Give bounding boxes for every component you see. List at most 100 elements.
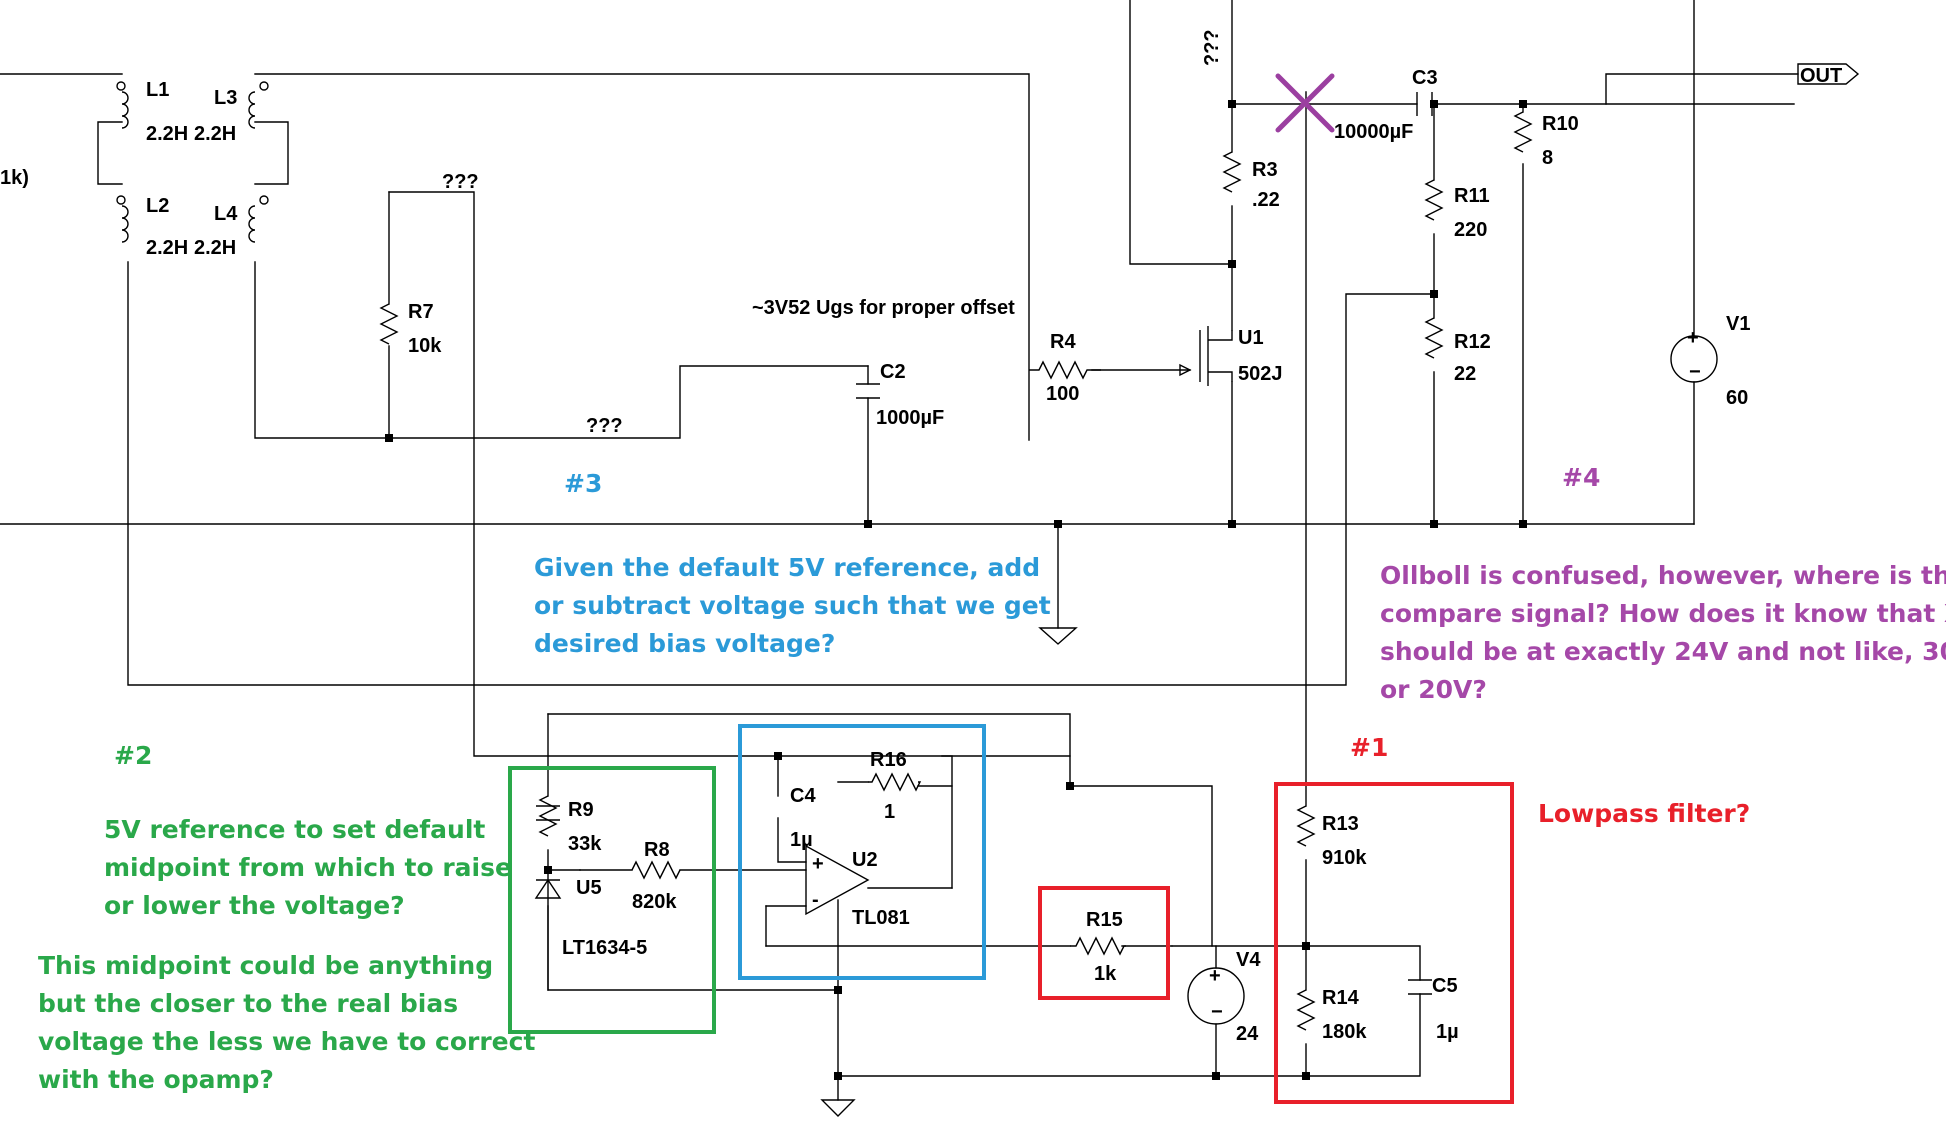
out-port: OUT [1797, 63, 1860, 87]
resistor-r11: R11 220 [1424, 179, 1490, 241]
svg-text:C2: C2 [880, 361, 906, 383]
svg-text:#1: #1 [1350, 733, 1388, 762]
svg-text:−: − [1211, 1001, 1223, 1023]
svg-text:R10: R10 [1542, 113, 1579, 135]
transistor-u1: U1 502J [1179, 326, 1283, 386]
svg-text:L4: L4 [214, 203, 238, 225]
svg-text:10k: 10k [408, 335, 442, 357]
svg-text:1k: 1k [1094, 963, 1117, 985]
svg-text:U5: U5 [576, 877, 602, 899]
resistor-r3: R3 .22 [1222, 151, 1280, 211]
svg-text:502J: 502J [1238, 363, 1283, 385]
capacitor-c2: C2 1000µF [856, 361, 944, 429]
annotation-4: #4 Ollboll is confused, however, where i… [1380, 463, 1946, 704]
svg-text:with the opamp?: with the opamp? [38, 1065, 274, 1094]
svg-text:2.2H: 2.2H [146, 237, 188, 259]
svg-text:24: 24 [1236, 1023, 1259, 1045]
svg-text:L2: L2 [146, 195, 169, 217]
reference-u5: U5 LT1634-5 [534, 877, 647, 959]
svg-text:V1: V1 [1726, 313, 1750, 335]
svg-text:C4: C4 [790, 785, 816, 807]
annotation-2: #2 5V reference to set default midpoint … [38, 741, 535, 1094]
capacitor-c4: C4 1µ [536, 785, 816, 851]
svg-text:or subtract voltage such that: or subtract voltage such that we get [534, 591, 1051, 620]
svg-text:voltage the less we have to co: voltage the less we have to correct [38, 1027, 535, 1056]
wires [0, 0, 1799, 1101]
svg-text:or 20V?: or 20V? [1380, 675, 1487, 704]
svg-text:+: + [1209, 965, 1221, 987]
capacitor-c5: C5 1µ [1408, 975, 1459, 1043]
svg-text:but the closer to the real bia: but the closer to the real bias [38, 989, 458, 1018]
svg-text:820k: 820k [632, 891, 677, 913]
svg-text:R13: R13 [1322, 813, 1359, 835]
resistor-r9: R9 33k [538, 795, 602, 855]
voltage-source-v1: + − V1 60 [1670, 313, 1750, 409]
svg-text:R9: R9 [568, 799, 594, 821]
inductor-l2: L2 2.2H [116, 195, 188, 259]
svg-text:2.2H: 2.2H [194, 123, 236, 145]
svg-text:180k: 180k [1322, 1021, 1367, 1043]
svg-text:U1: U1 [1238, 327, 1264, 349]
resistor-r10: R10 8 [1513, 111, 1579, 169]
annotation-box-3 [738, 724, 986, 980]
svg-text:This midpoint could be anythin: This midpoint could be anything [38, 951, 493, 980]
svg-text:1: 1 [884, 801, 895, 823]
svg-text:60: 60 [1726, 387, 1748, 409]
svg-text:or lower the voltage?: or lower the voltage? [104, 891, 405, 920]
svg-text:1000µF: 1000µF [876, 407, 944, 429]
opamp-u2: + - U2 TL081 [805, 844, 910, 929]
svg-text:L1: L1 [146, 79, 169, 101]
svg-text:Ollboll is confused, however,: Ollboll is confused, however, where is t… [1380, 561, 1946, 590]
svg-text:R15: R15 [1086, 909, 1123, 931]
svg-text:1µ: 1µ [1436, 1021, 1459, 1043]
svg-text:−: − [1689, 361, 1701, 383]
annotation-box-1-r13-r14-c5 [1274, 782, 1514, 1104]
offset-note: ~3V52 Ugs for proper offset [752, 297, 1015, 319]
resistor-r13: R13 910k [1296, 805, 1367, 869]
resistor-r4: R4 100 [1029, 331, 1101, 405]
svg-text:R3: R3 [1252, 159, 1278, 181]
inductor-l3: L3 2.2H [194, 81, 269, 145]
svg-text:R8: R8 [644, 839, 670, 861]
svg-text:midpoint from which to raise: midpoint from which to raise [104, 853, 512, 882]
svg-text:+: + [1687, 327, 1699, 349]
svg-text:compare signal? How does it kn: compare signal? How does it know that X [1380, 599, 1946, 628]
svg-text:C3: C3 [1412, 67, 1438, 89]
resistor-r15: R15 1k [1070, 909, 1126, 985]
x-mark [1275, 73, 1335, 133]
svg-text:-: - [812, 889, 819, 911]
svg-text:R16: R16 [870, 749, 907, 771]
svg-text:100: 100 [1046, 383, 1079, 405]
ground-symbol-bottom [820, 1099, 856, 1117]
resistor-r8: R8 820k [579, 839, 681, 913]
svg-text:V4: V4 [1236, 949, 1261, 971]
svg-text:Lowpass filter?: Lowpass filter? [1538, 799, 1750, 828]
svg-text:10000µF: 10000µF [1334, 121, 1413, 143]
svg-text:5V reference to set default: 5V reference to set default [104, 815, 485, 844]
voltage-source-v4: + − V4 24 [1187, 949, 1261, 1045]
svg-text:#2: #2 [114, 741, 152, 770]
left-cut-label: 1k) [0, 167, 29, 189]
svg-text:220: 220 [1454, 219, 1487, 241]
annotation-box-1-r15 [1038, 886, 1170, 1000]
svg-text:Given the default 5V reference: Given the default 5V reference, add [534, 553, 1040, 582]
svg-text:22: 22 [1454, 363, 1476, 385]
annotation-1: #1 Lowpass filter? [1350, 733, 1750, 828]
svg-text:R14: R14 [1322, 987, 1360, 1009]
svg-text:LT1634-5: LT1634-5 [562, 937, 647, 959]
resistor-r14: R14 180k [1296, 987, 1367, 1043]
resistor-r7: R7 10k [379, 301, 442, 357]
inductor-l1: L1 2.2H [116, 79, 188, 145]
svg-text:#4: #4 [1562, 463, 1600, 492]
unknown-label-node: ??? [586, 415, 623, 437]
inductor-l4: L4 2.2H [194, 195, 269, 259]
svg-text:R4: R4 [1050, 331, 1076, 353]
svg-text:U2: U2 [852, 849, 878, 871]
svg-text:8: 8 [1542, 147, 1553, 169]
svg-text:R12: R12 [1454, 331, 1491, 353]
svg-text:+: + [812, 853, 824, 875]
resistor-r16: R16 1 [868, 749, 922, 823]
svg-text:2.2H: 2.2H [194, 237, 236, 259]
svg-text:OUT: OUT [1800, 65, 1842, 87]
